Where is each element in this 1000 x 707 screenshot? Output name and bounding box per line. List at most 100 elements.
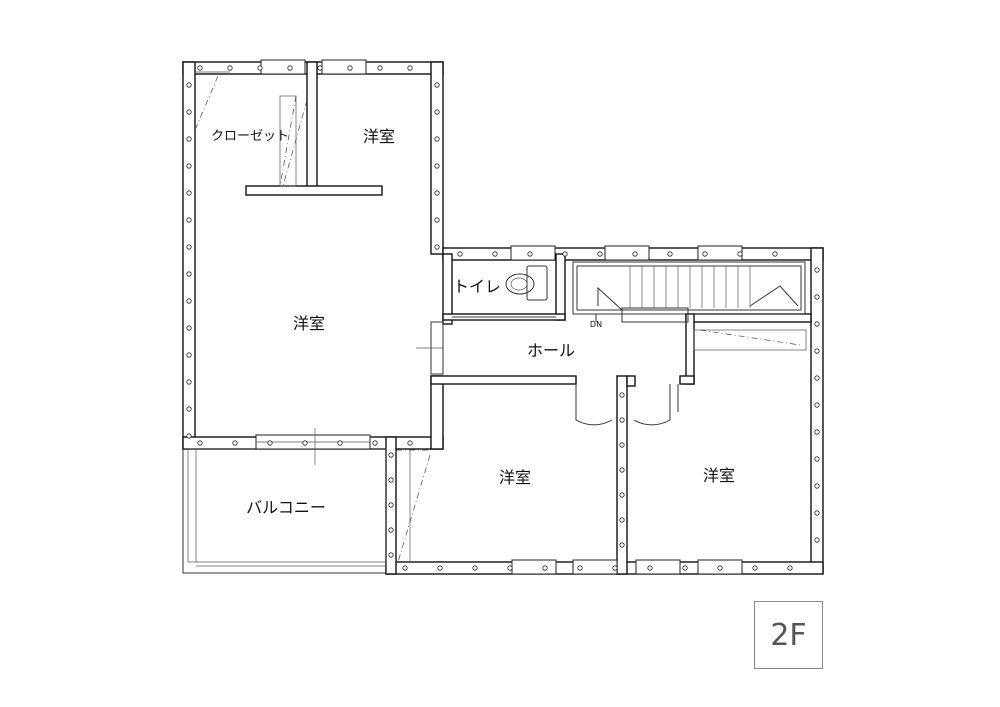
column-dot <box>232 440 238 446</box>
western-room-top-label: 洋室 <box>363 127 395 146</box>
column-dot <box>647 565 653 571</box>
column-dot <box>542 565 548 571</box>
column-dot <box>814 537 820 543</box>
stair-down-marker: DN <box>590 320 602 329</box>
column-dot <box>507 565 513 571</box>
column-dot <box>434 190 440 196</box>
column-dot <box>434 82 440 88</box>
column-dot <box>186 352 192 358</box>
column-dot <box>197 440 203 446</box>
column-dot <box>814 510 820 516</box>
column-dot <box>377 65 383 71</box>
column-dot <box>619 542 625 548</box>
column-dot <box>619 467 625 473</box>
column-dot <box>337 440 343 446</box>
column-markers <box>186 65 820 571</box>
column-dot <box>227 65 233 71</box>
column-dot <box>612 565 618 571</box>
column-dot <box>434 244 440 250</box>
column-dot <box>434 163 440 169</box>
column-dot <box>787 565 793 571</box>
balcony-label: バルコニー <box>246 498 326 517</box>
column-dot <box>186 433 192 439</box>
column-dot <box>186 82 192 88</box>
column-dot <box>457 251 463 257</box>
column-dot <box>814 402 820 408</box>
column-dot <box>388 452 394 458</box>
floor-badge: 2F <box>754 601 823 669</box>
column-dot <box>772 251 778 257</box>
column-dot <box>407 65 413 71</box>
column-dot <box>186 406 192 412</box>
column-dot <box>257 65 263 71</box>
column-dot <box>472 565 478 571</box>
column-dot <box>814 375 820 381</box>
column-dot <box>814 321 820 327</box>
column-dot <box>737 251 743 257</box>
windows <box>255 59 743 575</box>
column-dot <box>577 565 583 571</box>
column-dot <box>619 492 625 498</box>
column-dot <box>814 348 820 354</box>
column-dot <box>717 565 723 571</box>
column-dot <box>317 65 323 71</box>
doors <box>314 316 807 563</box>
column-dot <box>267 440 273 446</box>
column-dot <box>186 298 192 304</box>
column-dot <box>402 565 408 571</box>
column-dot <box>388 477 394 483</box>
column-dot <box>814 456 820 462</box>
column-dot <box>388 502 394 508</box>
column-dot <box>372 440 378 446</box>
column-dot <box>302 440 308 446</box>
room-labels: クローゼット 洋室 洋室 トイレ ホール バルコニー 洋室 洋室 DN <box>211 127 735 517</box>
column-dot <box>186 109 192 115</box>
column-dot <box>527 251 533 257</box>
column-dot <box>814 483 820 489</box>
column-dot <box>619 417 625 423</box>
column-dot <box>597 251 603 257</box>
column-dot <box>186 190 192 196</box>
column-dot <box>437 565 443 571</box>
column-dot <box>814 429 820 435</box>
column-dot <box>562 251 568 257</box>
column-dot <box>619 442 625 448</box>
column-dot <box>186 217 192 223</box>
column-dot <box>186 244 192 250</box>
column-dot <box>186 379 192 385</box>
column-dot <box>434 217 440 223</box>
column-dot <box>347 65 353 71</box>
toilet-label: トイレ <box>453 277 501 296</box>
column-dot <box>186 325 192 331</box>
column-dot <box>287 65 293 71</box>
column-dot <box>186 271 192 277</box>
column-dot <box>632 251 638 257</box>
western-room-bottom-left-label: 洋室 <box>499 468 531 487</box>
column-dot <box>186 136 192 142</box>
column-dot <box>492 251 498 257</box>
staircase <box>595 266 799 323</box>
column-dot <box>814 267 820 273</box>
column-dot <box>752 565 758 571</box>
column-dot <box>388 552 394 558</box>
column-dot <box>434 109 440 115</box>
western-room-main-label: 洋室 <box>293 314 325 333</box>
column-dot <box>682 565 688 571</box>
column-dot <box>186 163 192 169</box>
column-dot <box>702 251 708 257</box>
column-dot <box>388 527 394 533</box>
toilet-fixture <box>505 265 548 301</box>
column-dot <box>197 65 203 71</box>
column-dot <box>814 294 820 300</box>
hall-label: ホール <box>527 341 575 360</box>
closet-label: クローゼット <box>211 129 289 144</box>
column-dot <box>407 440 413 446</box>
column-dot <box>434 136 440 142</box>
column-dot <box>619 517 625 523</box>
column-dot <box>619 392 625 398</box>
column-dot <box>667 251 673 257</box>
closet-fixtures <box>194 71 308 187</box>
interior-walls <box>245 61 812 575</box>
western-room-bottom-right-label: 洋室 <box>703 466 735 485</box>
